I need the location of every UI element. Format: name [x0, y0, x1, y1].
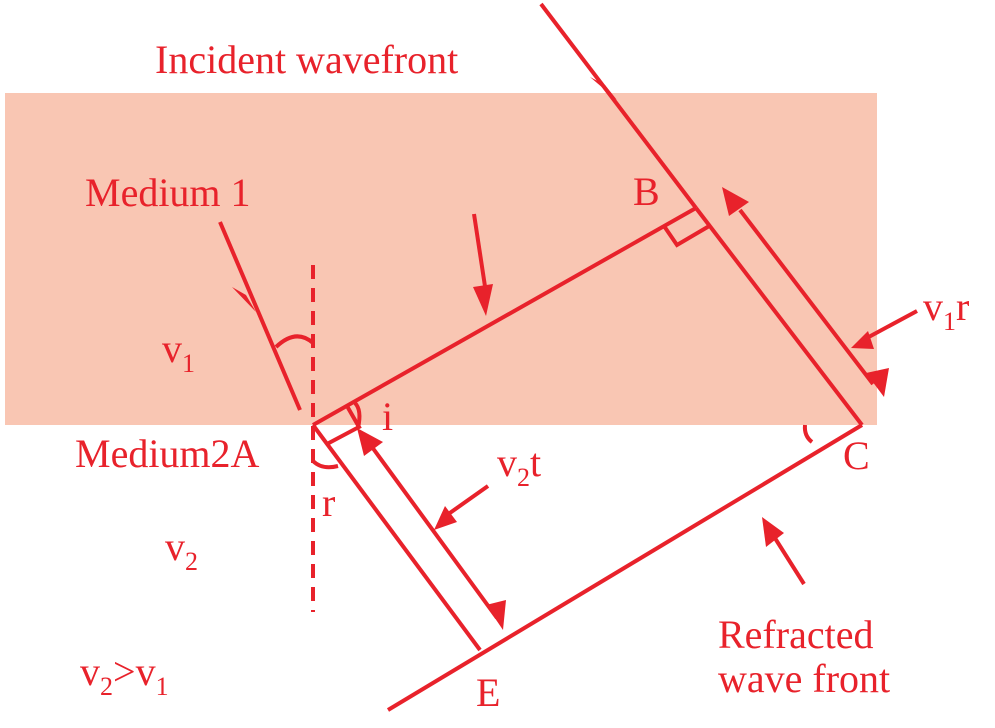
angle-of-refraction-arc [311, 459, 339, 470]
right-angle-mark-b [662, 223, 713, 248]
refracted-pointer-arrowhead [762, 517, 784, 547]
incident-ray-b [539, 2, 698, 210]
wavefront-arrowhead [473, 284, 493, 316]
ray-bc [694, 206, 864, 427]
v2-label: v2 [165, 524, 198, 576]
refracted-wavefront-label-line1: Refracted [718, 612, 873, 657]
incident-ray-a [218, 221, 302, 411]
incident-wavefront-label: Incident wavefront [155, 37, 458, 82]
refracted-pointer-shaft [771, 533, 806, 586]
refracted-wavefront-label-line2: wave front [718, 656, 890, 701]
incident-ray-b-arrowhead [590, 77, 617, 100]
angle-r-label: r [322, 480, 335, 525]
angle-i-arc [353, 401, 362, 429]
refracted-wavefront-ec [386, 423, 864, 712]
medium1-label: Medium 1 [85, 170, 251, 215]
angle-i-label: i [382, 394, 393, 439]
distance-bc-arrowhead-bottom [866, 368, 889, 397]
wavefront-arrow-shaft [472, 213, 488, 294]
distance-ae-arrowhead-top [357, 428, 383, 456]
point-e-label: E [476, 670, 500, 715]
v2t-label: v2t [497, 440, 541, 492]
v1-label: v1 [162, 326, 195, 378]
v1r-pointer-arrowhead [851, 331, 874, 349]
point-b-label: B [633, 169, 660, 214]
point-c-label: C [843, 433, 870, 478]
v1r-pointer [864, 309, 918, 341]
v2t-pointer [445, 484, 490, 517]
v2t-pointer-arrowhead [434, 506, 457, 530]
distance-ae-arrowhead-bottom [486, 600, 506, 630]
medium1-region [5, 93, 877, 425]
refracted-ray-ae [311, 423, 482, 652]
medium2-label: Medium2A [75, 431, 260, 476]
distance-bc-arrow [738, 208, 875, 386]
velocity-relation-label: v2>v1 [80, 649, 169, 701]
distance-ae-arrow [370, 445, 499, 620]
v1r-label: v1r [923, 284, 969, 336]
angle-arc-c [802, 424, 814, 444]
incident-wavefront-ab [312, 206, 697, 427]
distance-bc-arrowhead-top [722, 187, 749, 216]
incident-ray-a-arrowhead [232, 287, 256, 312]
angle-of-incidence-arc [274, 334, 315, 349]
